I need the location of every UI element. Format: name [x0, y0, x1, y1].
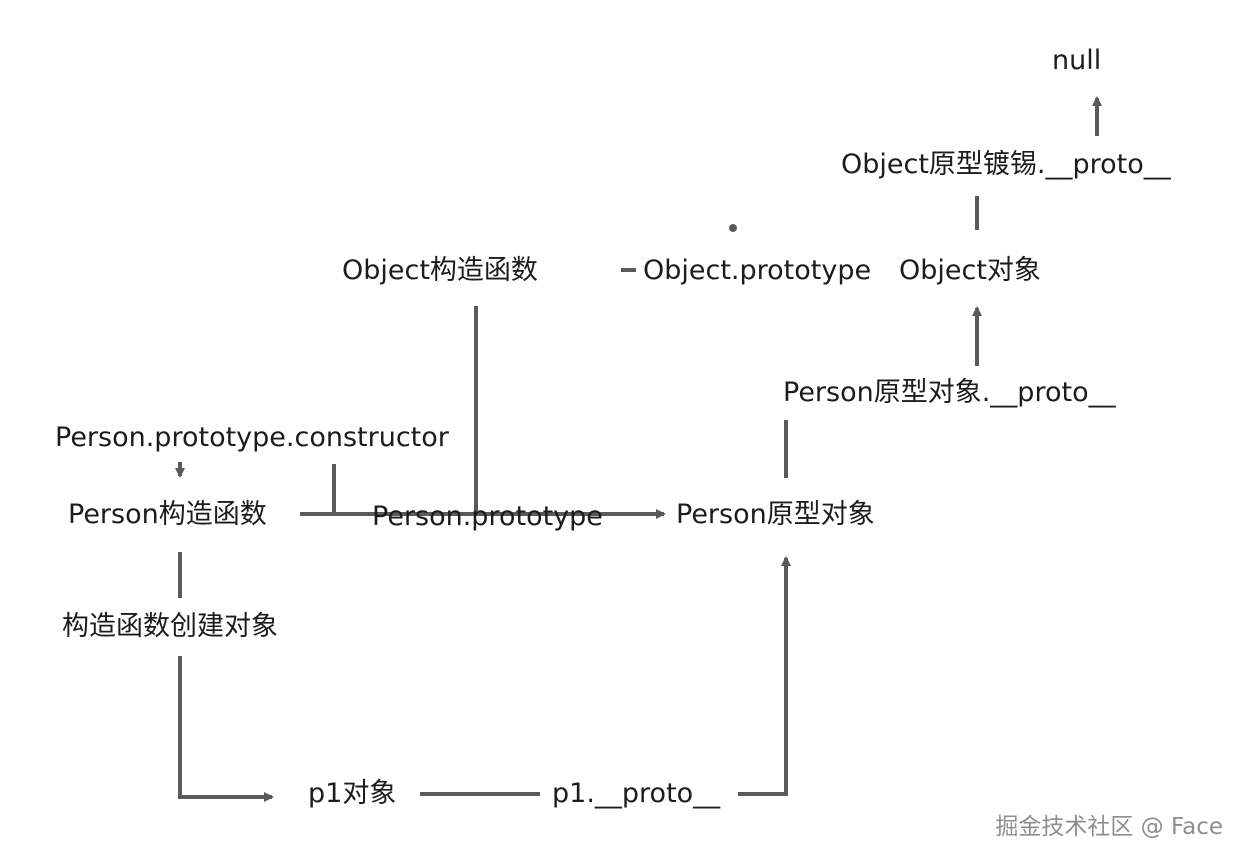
node-person-prototype-constructor: Person.prototype.constructor [55, 422, 449, 453]
node-object-prototype: Object.prototype [643, 255, 872, 286]
node-person-prototype: Person.prototype [372, 501, 603, 532]
node-object-constructor: Object构造函数 [342, 255, 538, 286]
node-p1-proto: p1.__proto__ [552, 778, 721, 809]
node-constructor-creates: 构造函数创建对象 [62, 611, 278, 642]
node-object-proto-proto: Object原型镀锡.__proto__ [841, 149, 1171, 180]
edge-p1-proto-to-person-proto-object [738, 556, 791, 796]
node-p1-object: p1对象 [308, 778, 397, 809]
node-object-object: Object对象 [899, 255, 1041, 286]
node-person-proto-object: Person原型对象 [676, 499, 875, 530]
node-person-constructor: Person构造函数 [68, 499, 267, 530]
edge-creates-to-p1 [178, 656, 274, 802]
watermark: 掘金技术社区 @ Face [995, 814, 1223, 840]
node-person-proto-proto: Person原型对象.__proto__ [783, 377, 1116, 408]
edge-dot [729, 224, 737, 232]
node-null: null [1052, 45, 1102, 76]
